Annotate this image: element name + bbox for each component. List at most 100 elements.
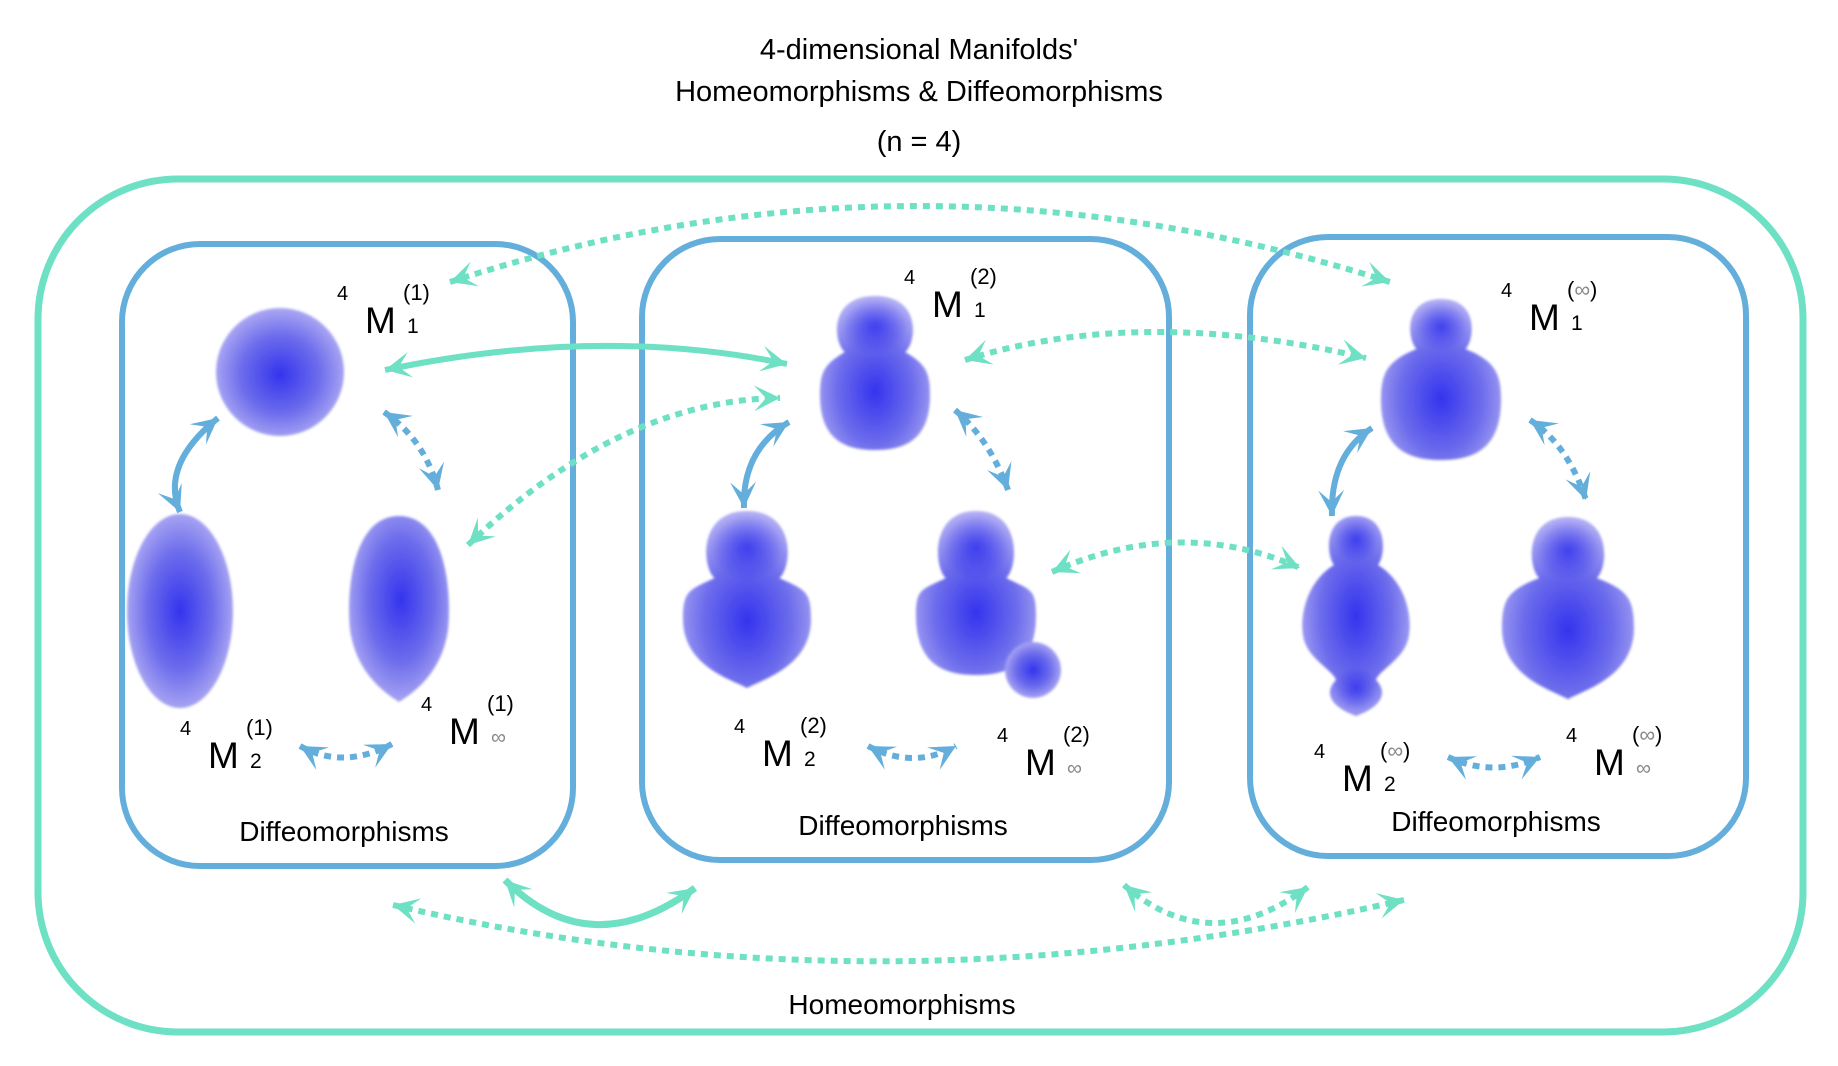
manifold-symbol: M bbox=[932, 284, 963, 325]
arrowhead-end-icon bbox=[1279, 887, 1308, 913]
group-1-box bbox=[119, 241, 576, 869]
index-subscript: 1 bbox=[974, 299, 986, 322]
index-subscript: 2 bbox=[804, 748, 816, 771]
homeo-arrow-Binf-C2 bbox=[1050, 539, 1302, 575]
manifold-symbol: M bbox=[1342, 758, 1373, 799]
arrowhead-start-icon bbox=[965, 339, 994, 365]
arrowhead-end-icon bbox=[1375, 893, 1404, 919]
arrowhead-start-icon bbox=[468, 517, 496, 545]
diffeo-arrow-B1-Binf bbox=[953, 407, 1012, 492]
manifold-symbol: M bbox=[1529, 297, 1560, 338]
dimension-prescript: 4 bbox=[337, 283, 349, 305]
manifold-Binf-shape bbox=[916, 511, 1061, 698]
arrowhead-end-icon bbox=[730, 481, 757, 508]
arrowhead-start-icon bbox=[300, 746, 330, 771]
index-subscript: 2 bbox=[1384, 773, 1396, 796]
manifold-symbol: M bbox=[1594, 742, 1625, 783]
diffeo-arrow-A2-Ainf bbox=[298, 741, 394, 771]
group-1-caption: Diffeomorphisms bbox=[239, 816, 449, 847]
smooth-structure-superscript: (1) bbox=[403, 280, 430, 305]
arrowhead-end-icon bbox=[1510, 755, 1540, 780]
arrowhead-start-icon bbox=[1343, 428, 1372, 453]
arrowhead-start-icon bbox=[450, 261, 479, 287]
arrowhead-end-icon bbox=[1318, 489, 1345, 516]
arrowhead-start-icon bbox=[385, 351, 414, 378]
homeomorphism-region-border bbox=[34, 175, 1807, 1036]
dimension-prescript: 4 bbox=[180, 718, 192, 740]
arrowhead-end-icon bbox=[1270, 545, 1300, 570]
arrowhead-end-icon bbox=[1565, 471, 1591, 500]
diffeo-arrow-B2-Binf bbox=[866, 743, 958, 771]
arrowhead-start-icon bbox=[384, 412, 413, 438]
dimension-prescript: 4 bbox=[904, 267, 916, 289]
arrowhead-start-icon bbox=[1530, 420, 1559, 446]
manifold-A1-shape bbox=[216, 308, 344, 436]
homeo-arrow-group2-group3 bbox=[1122, 882, 1310, 926]
arrowhead-start-icon bbox=[1124, 885, 1153, 912]
arrowhead-end-icon bbox=[362, 744, 392, 768]
index-subscript: 1 bbox=[1571, 312, 1583, 335]
dimension-prescript: 4 bbox=[734, 716, 746, 738]
arrowhead-end-icon bbox=[986, 461, 1012, 490]
infinity-symbol: ∞ bbox=[1639, 722, 1656, 747]
manifold-symbol: M bbox=[208, 735, 239, 776]
infinity-symbol: ∞ bbox=[1574, 277, 1591, 302]
arrowhead-start-icon bbox=[505, 880, 533, 908]
diffeo-arrow-C1-Cinf bbox=[1528, 417, 1591, 501]
arrowhead-start-icon bbox=[1052, 549, 1082, 574]
arrowhead-end-icon bbox=[1361, 261, 1390, 287]
manifold-C2-shape bbox=[1302, 516, 1410, 716]
smooth-structure-superscript: (∞) bbox=[1632, 722, 1663, 747]
group-2-caption: Diffeomorphisms bbox=[798, 810, 1008, 841]
arrowhead-end-icon bbox=[418, 461, 445, 490]
smooth-structure-superscript: (2) bbox=[1063, 722, 1090, 747]
group-inf-caption: Diffeomorphisms bbox=[1391, 806, 1601, 837]
arrowhead-end-icon bbox=[926, 746, 956, 771]
diffeo-arrow-C1-C2 bbox=[1318, 425, 1374, 517]
title-line-1: 4-dimensional Manifolds' bbox=[759, 34, 1079, 66]
arrowhead-end-icon bbox=[758, 345, 787, 372]
arrowhead-end-icon bbox=[157, 482, 182, 512]
infinity-symbol: ∞ bbox=[1387, 738, 1404, 763]
homeo-arrow-group1-group2 bbox=[502, 877, 698, 928]
dimension-prescript: 4 bbox=[1501, 280, 1513, 302]
smooth-structure-superscript: (1) bbox=[487, 691, 514, 716]
homeo-arrow-group1-group3 bbox=[392, 893, 1405, 965]
arrowhead-start-icon bbox=[760, 422, 789, 447]
index-subscript: 2 bbox=[250, 750, 262, 773]
diffeo-arrow-A1-Ainf bbox=[382, 409, 445, 491]
arrowhead-start-icon bbox=[393, 898, 422, 924]
dimension-prescript: 4 bbox=[997, 725, 1009, 747]
manifold-symbol: M bbox=[449, 711, 480, 752]
smooth-structure-superscript: (2) bbox=[800, 713, 827, 738]
group-inf-box bbox=[1247, 234, 1749, 859]
diffeo-arrow-C2-Cinf bbox=[1446, 754, 1542, 780]
arrowhead-start-icon bbox=[1448, 756, 1478, 780]
dimension-prescript: 4 bbox=[1314, 741, 1326, 763]
homeo-arrow-B1-C1 bbox=[964, 329, 1367, 365]
manifold-B2-shape bbox=[683, 511, 811, 689]
manifold-B1-shape bbox=[820, 296, 930, 450]
index-subscript: ∞ bbox=[491, 726, 506, 749]
index-subscript: ∞ bbox=[1636, 757, 1651, 780]
manifold-symbol: M bbox=[365, 300, 396, 341]
dimension-prescript: 4 bbox=[1566, 725, 1578, 747]
manifold-Cinf-shape bbox=[1502, 517, 1634, 700]
homeo-arrow-A1-B1 bbox=[384, 342, 788, 378]
manifold-symbol: M bbox=[1025, 742, 1056, 783]
manifold-C1-shape bbox=[1381, 299, 1501, 460]
smooth-structure-superscript: (2) bbox=[970, 264, 997, 289]
smooth-structure-superscript: (∞) bbox=[1380, 738, 1411, 763]
smooth-structure-superscript: (∞) bbox=[1567, 277, 1598, 302]
manifold-symbol: M bbox=[762, 733, 793, 774]
group-2-box bbox=[639, 236, 1172, 863]
arrowhead-start-icon bbox=[955, 410, 984, 437]
outer-caption: Homeomorphisms bbox=[788, 989, 1016, 1020]
index-subscript: 1 bbox=[407, 315, 419, 338]
dimension-prescript: 4 bbox=[421, 694, 433, 716]
title-line-3: (n = 4) bbox=[876, 126, 962, 158]
manifold-A2-shape bbox=[127, 514, 233, 708]
homeo-arrow-Ainf-B1 bbox=[465, 385, 781, 548]
arrowhead-end-icon bbox=[753, 385, 780, 412]
